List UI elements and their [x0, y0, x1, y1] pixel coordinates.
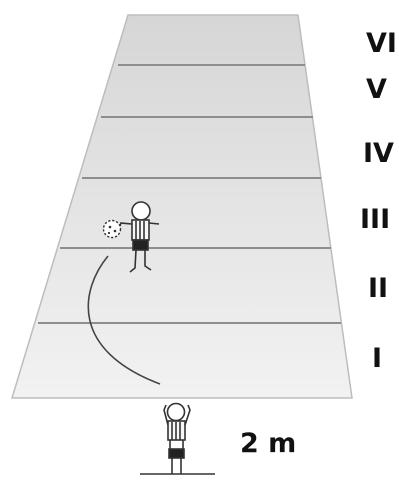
zone-label-iv: IV — [363, 140, 394, 167]
zone-label-v: V — [366, 76, 387, 103]
field-surface — [12, 15, 352, 398]
zone-label-ii: II — [368, 275, 388, 302]
distance-label: 2 m — [240, 430, 296, 457]
zone-label-i: I — [372, 345, 382, 372]
zone-label-iii: III — [360, 206, 390, 233]
zone-label-vi: VI — [366, 30, 397, 57]
thrower-figure-icon — [164, 404, 190, 475]
ball-icon — [104, 221, 121, 238]
